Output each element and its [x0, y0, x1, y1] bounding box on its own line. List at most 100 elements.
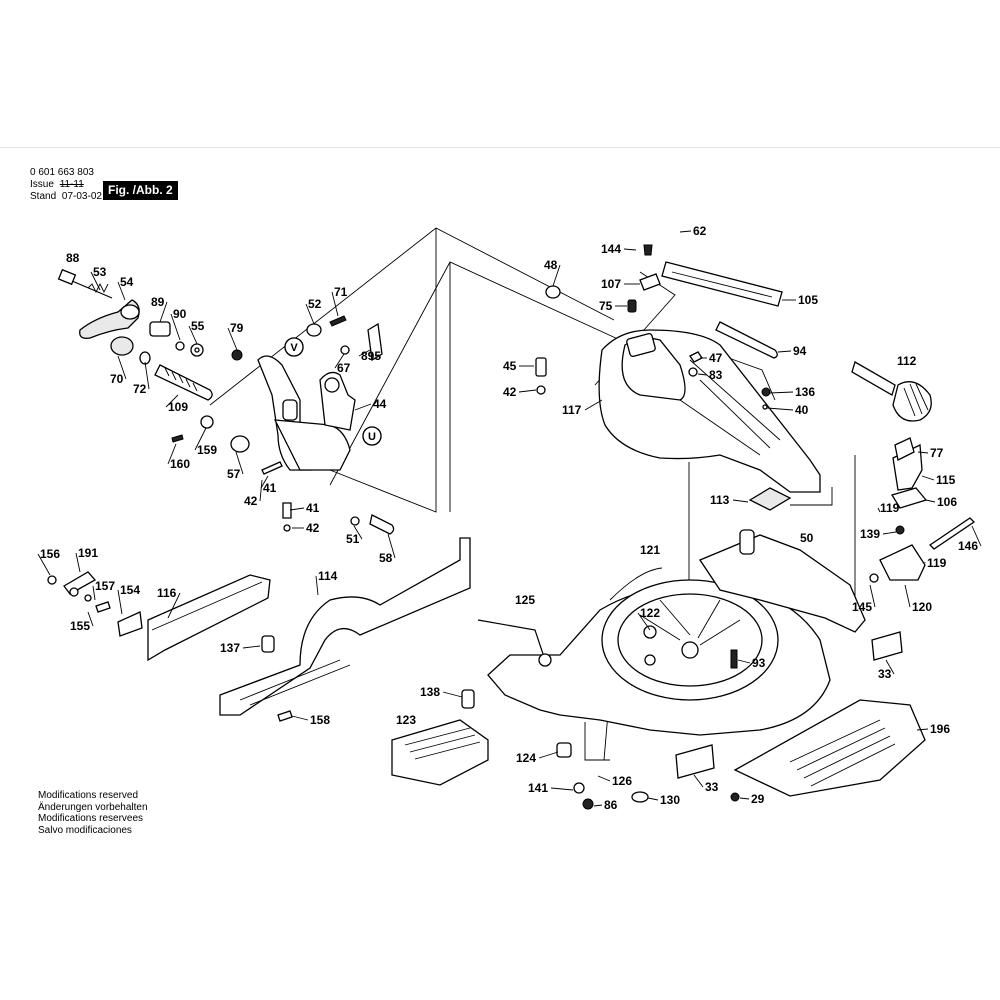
leader-line-119 [877, 507, 881, 513]
part-label-79: 79 [230, 321, 244, 335]
part-label-122: 122 [640, 606, 660, 620]
leader-line-144 [623, 248, 637, 251]
stand-row: Stand 07-03-02 [30, 191, 102, 203]
circle-markers: V U [284, 337, 382, 446]
leader-line-42 [259, 479, 263, 502]
part-label-51: 51 [346, 532, 360, 546]
leader-line-136 [769, 391, 794, 394]
leader-line-114 [315, 575, 319, 596]
note-es: Salvo modificaciones [38, 824, 132, 836]
part-label-93: 93 [752, 656, 766, 670]
leader-line-137 [242, 645, 261, 649]
part-label-107: 107 [601, 277, 621, 291]
part-label-53: 53 [93, 265, 107, 279]
leader-line-90 [170, 313, 181, 341]
base-turntable-assembly [391, 529, 926, 810]
part-label-72: 72 [133, 382, 147, 396]
leader-line-83 [697, 373, 708, 376]
part-label-45: 45 [503, 359, 517, 373]
part-label-86: 86 [604, 798, 618, 812]
figure-badge: Fig. /Abb. 2 [103, 181, 178, 200]
leader-line-191 [75, 552, 81, 573]
leader-line-70 [117, 355, 127, 380]
svg-text:U: U [368, 431, 376, 443]
leader-line-71 [331, 291, 339, 317]
part-label-136: 136 [795, 385, 815, 399]
leader-line-54 [117, 281, 126, 301]
part-label-44: 44 [373, 397, 387, 411]
leader-line-93 [737, 659, 751, 664]
leader-line-120 [904, 584, 911, 608]
marker-u: U [362, 426, 382, 446]
part-label-109: 109 [168, 400, 188, 414]
part-label-159: 159 [197, 443, 217, 457]
leader-line-58 [387, 533, 396, 559]
part-label-157: 157 [95, 579, 115, 593]
part-label-67: 67 [337, 361, 351, 375]
leader-line-48 [552, 264, 561, 287]
leader-line-72 [144, 361, 150, 390]
marker-v: V [284, 337, 304, 357]
leader-line-57 [235, 451, 244, 475]
part-label-55: 55 [191, 319, 205, 333]
issue-value: 11-11 [59, 179, 84, 190]
leader-line-124 [538, 751, 559, 759]
part-label-160: 160 [170, 457, 190, 471]
part-label-58: 58 [379, 551, 393, 565]
part-label-106: 106 [937, 495, 957, 509]
leader-line-139 [882, 531, 897, 535]
leader-line-79 [227, 327, 238, 351]
leader-line-109 [165, 394, 179, 408]
leader-line-113 [732, 499, 749, 503]
part-label-75: 75 [599, 299, 613, 313]
note-en: Modifications reserved [38, 790, 139, 801]
part-label-121: 121 [640, 543, 660, 557]
note-de: Änderungen vorbehalten [38, 801, 148, 813]
part-label-116: 116 [157, 586, 177, 600]
leader-line-94 [777, 350, 792, 353]
part-label-137: 137 [220, 641, 240, 655]
leader-line-42 [518, 389, 537, 393]
leader-line-62 [679, 230, 692, 233]
part-label-83: 83 [709, 368, 723, 382]
part-label-155: 155 [70, 619, 90, 633]
leader-line-138 [442, 691, 463, 698]
part-label-117: 117 [562, 403, 582, 417]
part-label-156: 156 [40, 547, 60, 561]
arm-housing-assembly [535, 244, 976, 583]
leader-line-115 [921, 475, 935, 481]
leader-line-33 [693, 774, 704, 788]
leader-line-160 [167, 443, 177, 465]
part-label-138: 138 [420, 685, 440, 699]
leader-line-145 [869, 584, 876, 608]
leader-line-116 [167, 592, 181, 619]
document-header: 0 601 663 803 Issue 11-11 Stand 07-03-02 [30, 167, 102, 203]
handle-assembly [57, 268, 395, 535]
leader-line-157 [92, 585, 96, 601]
part-label-105: 105 [798, 293, 818, 307]
leader-line-117 [584, 399, 603, 411]
part-label-90: 90 [173, 307, 187, 321]
leader-line-51 [353, 525, 363, 540]
part-label-41: 41 [306, 501, 320, 515]
part-label-120: 120 [912, 600, 932, 614]
leader-line-55 [188, 325, 198, 345]
stand-value: 07-03-02 [61, 191, 102, 202]
part-label-48: 48 [544, 258, 558, 272]
part-label-130: 130 [660, 793, 680, 807]
leader-line-130 [647, 797, 659, 801]
part-label-77: 77 [930, 446, 944, 460]
part-label-191: 191 [78, 546, 98, 560]
part-label-119: 119 [927, 556, 947, 570]
part-label-124: 124 [516, 751, 536, 765]
part-label-47: 47 [709, 351, 723, 365]
doc-number: 0 601 663 803 [30, 167, 94, 178]
fence-assembly [47, 537, 471, 722]
part-label-94: 94 [793, 344, 807, 358]
part-label-41: 41 [263, 481, 277, 495]
leader-line-106 [925, 499, 936, 503]
part-label-145: 145 [852, 600, 872, 614]
svg-text:V: V [290, 342, 298, 354]
part-label-139: 139 [860, 527, 880, 541]
